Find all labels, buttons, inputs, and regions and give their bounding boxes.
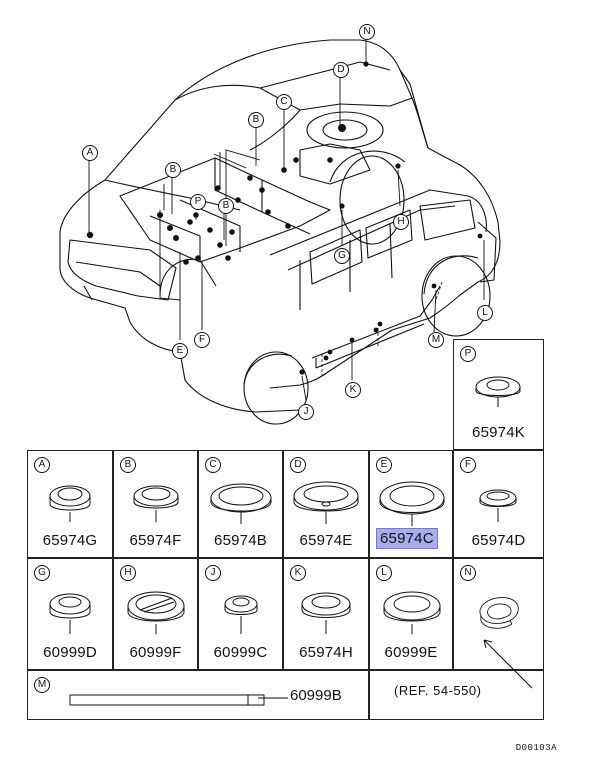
part-number-highlighted[interactable]: 65974C — [376, 528, 438, 549]
grommet-icon — [479, 489, 517, 522]
part-cell-f[interactable]: F 65974D — [453, 450, 544, 558]
reference-note[interactable]: (REF. 54-550) — [394, 683, 482, 698]
callout-h[interactable]: H — [393, 214, 409, 230]
callout-d[interactable]: D — [333, 62, 349, 78]
cell-letter: K — [290, 565, 306, 581]
cell-letter: J — [205, 565, 221, 581]
cell-letter: G — [34, 565, 50, 581]
part-cell-e[interactable]: E 65974C — [369, 450, 453, 558]
part-cell-g[interactable]: G 60999D — [27, 558, 113, 670]
part-number: 60999E — [384, 644, 438, 661]
part-cell-b[interactable]: B 65974F — [113, 450, 198, 558]
grommet-icon — [475, 376, 521, 407]
grommet-icon — [301, 592, 351, 634]
grommet-icon — [133, 485, 179, 522]
callout-g[interactable]: G — [334, 248, 350, 264]
part-number: 60999B — [290, 687, 342, 704]
part-cell-c[interactable]: C 65974B — [198, 450, 283, 558]
part-cell-j[interactable]: J 60999C — [198, 558, 283, 670]
callout-c[interactable]: C — [276, 94, 292, 110]
callout-l[interactable]: L — [477, 305, 493, 321]
callout-j[interactable]: J — [298, 404, 314, 420]
reference-arrow — [483, 639, 533, 689]
cell-letter: A — [34, 457, 50, 473]
cell-letter: N — [460, 565, 476, 581]
cell-letter: L — [376, 565, 392, 581]
part-number: 65974B — [214, 532, 267, 549]
callout-b-floor[interactable]: B — [218, 198, 234, 214]
cell-letter: F — [460, 457, 476, 473]
grommet-icon — [210, 483, 272, 524]
callout-a[interactable]: A — [82, 145, 98, 161]
vehicle-body-illustration — [59, 39, 501, 425]
callout-b-front[interactable]: B — [165, 162, 181, 178]
grommet-icon — [379, 481, 445, 526]
cell-letter: D — [290, 457, 306, 473]
part-number: 65974D — [471, 532, 526, 549]
callout-f[interactable]: F — [194, 332, 210, 348]
callout-e[interactable]: E — [172, 343, 188, 359]
grommet-icon — [383, 591, 441, 634]
part-cell-d[interactable]: D 65974E — [283, 450, 369, 558]
part-number: 65974F — [129, 532, 182, 549]
callout-k[interactable]: K — [345, 382, 361, 398]
part-cell-l[interactable]: L 60999E — [369, 558, 453, 670]
grommet-icon — [479, 597, 519, 629]
grommet-icon — [224, 595, 258, 634]
part-cell-n[interactable]: N — [453, 558, 544, 670]
part-cell-m[interactable]: M 60999B — [27, 670, 369, 720]
cell-letter: C — [205, 457, 221, 473]
callout-p[interactable]: P — [190, 194, 206, 210]
diagram-code: D00103A — [515, 743, 557, 753]
cell-letter: E — [376, 457, 392, 473]
leader-line — [258, 697, 288, 699]
cell-letter: P — [460, 346, 476, 362]
callout-b-middle[interactable]: B — [248, 112, 264, 128]
part-cell-p[interactable]: P 65974K — [453, 339, 544, 450]
part-cell-h[interactable]: H 60999F — [113, 558, 198, 670]
part-cell-a[interactable]: A 65974G — [27, 450, 113, 558]
callout-m[interactable]: M — [428, 332, 444, 348]
grommet-icon — [49, 593, 91, 634]
part-number: 65974E — [299, 532, 353, 549]
part-cell-k[interactable]: K 65974H — [283, 558, 369, 670]
callout-n[interactable]: N — [359, 24, 375, 40]
grommet-icon — [127, 591, 185, 634]
cell-letter: H — [120, 565, 136, 581]
grommet-icon — [293, 481, 359, 524]
cell-letter: B — [120, 457, 136, 473]
part-number: 65974G — [42, 532, 98, 549]
cell-letter: M — [34, 677, 50, 693]
part-number: 60999D — [43, 644, 97, 661]
part-number: 65974K — [472, 424, 525, 441]
reference-cell: (REF. 54-550) — [369, 670, 544, 720]
part-number: 65974H — [299, 644, 353, 661]
part-number: 60999C — [213, 644, 268, 661]
part-number: 60999F — [129, 644, 182, 661]
grommet-icon — [49, 485, 91, 522]
weatherstrip-icon — [69, 694, 265, 706]
